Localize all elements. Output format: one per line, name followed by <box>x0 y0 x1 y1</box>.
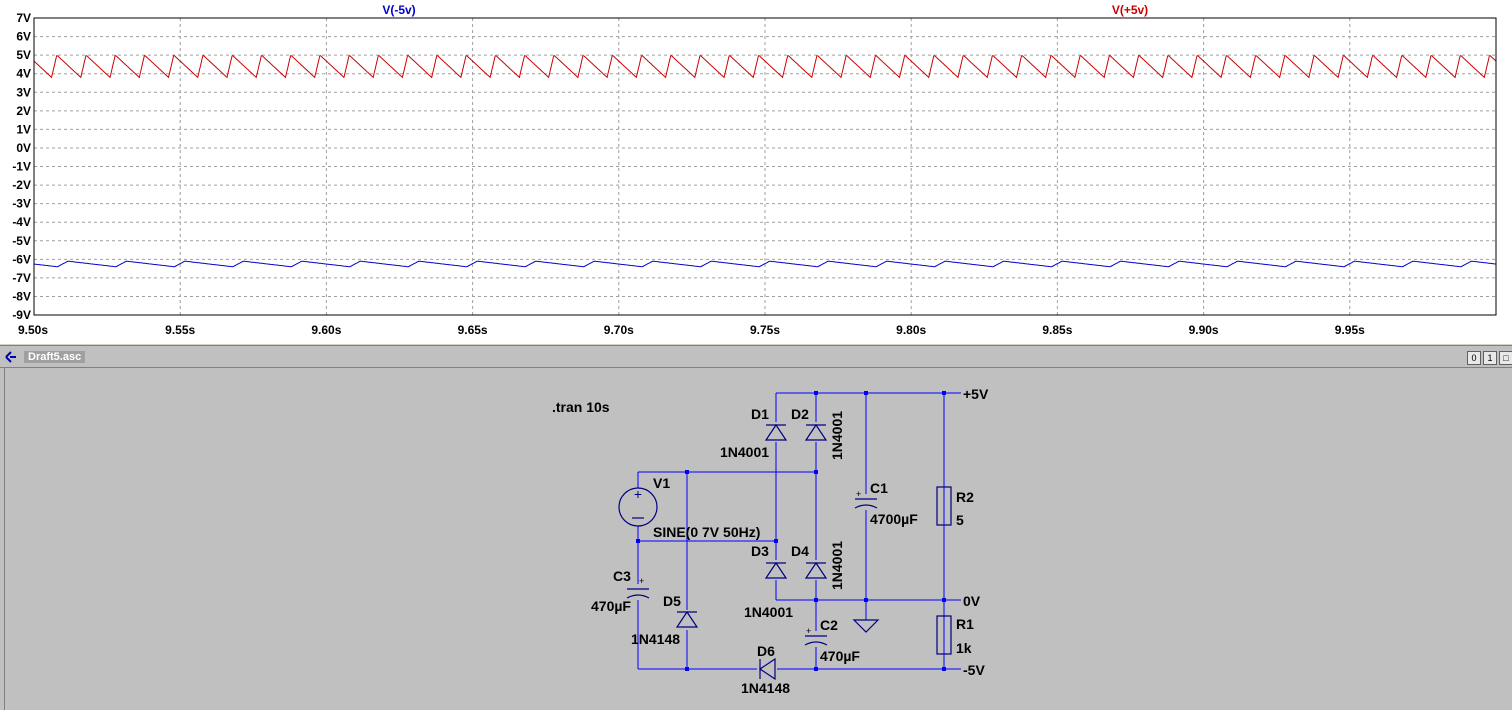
schematic-titlebar[interactable]: Draft5.asc 0 1 □ <box>0 347 1512 368</box>
junctions <box>636 391 946 671</box>
y-tick-label: 2V <box>16 104 31 118</box>
x-tick-label: 9.90s <box>1189 323 1219 337</box>
capacitor-C1[interactable]: + <box>853 489 879 510</box>
trace-neg5v[interactable] <box>33 260 1497 268</box>
c1-name[interactable]: C1 <box>870 480 888 496</box>
trace-label-pos5v[interactable]: V(+5v) <box>1112 3 1148 17</box>
x-tick-label: 9.55s <box>165 323 195 337</box>
y-tick-label: 6V <box>16 30 31 44</box>
plot-frame <box>33 17 1497 316</box>
y-tick-label: 0V <box>16 141 31 155</box>
y-tick-label: -8V <box>12 289 31 303</box>
x-tick-label: 9.70s <box>604 323 634 337</box>
y-tick-label: -2V <box>12 178 31 192</box>
y-tick-label: 1V <box>16 122 31 136</box>
diode-D6[interactable] <box>757 657 777 681</box>
y-axis-ticks: 7V 6V 5V 4V 3V 2V 1V 0V -1V -2V -3V -4V -5V -6V -7V -8V… <box>12 11 31 322</box>
d1-value[interactable]: 1N4001 <box>720 444 769 460</box>
x-tick-label: 9.75s <box>750 323 780 337</box>
diode-D4[interactable] <box>804 560 828 580</box>
net-label-0v[interactable]: 0V <box>963 593 981 609</box>
ground-symbol[interactable] <box>852 619 880 633</box>
y-tick-label: -6V <box>12 252 31 266</box>
capacitor-C2[interactable]: + <box>803 626 829 647</box>
c2-name[interactable]: C2 <box>820 617 838 633</box>
d1-name[interactable]: D1 <box>751 406 769 422</box>
schematic-drawing[interactable]: + + + + <box>5 368 1512 710</box>
d2-name[interactable]: D2 <box>791 406 809 422</box>
pane-splitter[interactable] <box>0 343 1512 346</box>
y-tick-label: -9V <box>12 308 31 322</box>
trace-pos5v[interactable] <box>33 55 1497 79</box>
svg-text:+: + <box>634 486 642 502</box>
y-tick-label: 4V <box>16 67 31 81</box>
d2-value[interactable]: 1N4001 <box>829 411 845 460</box>
d4-value[interactable]: 1N4001 <box>829 541 845 590</box>
svg-text:+: + <box>856 489 861 499</box>
r2-name[interactable]: R2 <box>956 489 974 505</box>
diode-D1[interactable] <box>764 422 788 442</box>
minimize-button[interactable]: 0 <box>1467 351 1481 365</box>
diode-D2[interactable] <box>804 422 828 442</box>
d3-value[interactable]: 1N4001 <box>744 604 793 620</box>
x-tick-label: 9.80s <box>896 323 926 337</box>
r1-value[interactable]: 1k <box>956 640 972 656</box>
resistor-R1[interactable] <box>936 615 952 655</box>
x-tick-label: 9.65s <box>458 323 488 337</box>
schematic-canvas[interactable]: + + + + <box>4 368 1512 710</box>
x-tick-label: 9.50s <box>18 323 48 337</box>
y-tick-label: -7V <box>12 271 31 285</box>
y-tick-label: -5V <box>12 234 31 248</box>
c3-name[interactable]: C3 <box>613 568 631 584</box>
d4-name[interactable]: D4 <box>791 543 809 559</box>
y-tick-label: 5V <box>16 48 31 62</box>
c3-value[interactable]: 470µF <box>591 598 631 614</box>
d6-name[interactable]: D6 <box>757 643 775 659</box>
svg-text:+: + <box>806 626 811 636</box>
net-label-neg5v[interactable]: -5V <box>963 662 985 678</box>
spice-directive[interactable]: .tran 10s <box>552 399 610 415</box>
y-tick-label: 7V <box>16 11 31 25</box>
d3-name[interactable]: D3 <box>751 543 769 559</box>
diode-D5[interactable] <box>675 610 699 630</box>
v1-value[interactable]: SINE(0 7V 50Hz) <box>653 524 760 540</box>
d6-value[interactable]: 1N4148 <box>741 680 790 696</box>
voltage-source-V1[interactable]: + <box>618 486 658 527</box>
r2-value[interactable]: 5 <box>956 512 964 528</box>
x-tick-label: 9.60s <box>311 323 341 337</box>
maximize-button[interactable]: □ <box>1499 351 1512 365</box>
net-label-pos5v[interactable]: +5V <box>963 386 989 402</box>
diode-D3[interactable] <box>764 560 788 580</box>
y-tick-label: -3V <box>12 197 31 211</box>
y-tick-label: 3V <box>16 85 31 99</box>
capacitor-C3[interactable]: + <box>625 576 651 600</box>
ltspice-app-icon <box>5 351 16 363</box>
x-axis-ticks: 9.50s 9.55s 9.60s 9.65s 9.70s 9.75s 9.80s 9.85s… <box>18 323 1365 337</box>
trace-label-neg5v[interactable]: V(-5v) <box>382 3 415 17</box>
restore-button[interactable]: 1 <box>1483 351 1497 365</box>
c1-value[interactable]: 4700µF <box>870 511 918 527</box>
svg-text:+: + <box>639 576 644 586</box>
schematic-window-title: Draft5.asc <box>24 351 86 363</box>
plot-grid <box>33 17 1496 316</box>
resistor-R2[interactable] <box>936 486 952 526</box>
c2-value[interactable]: 470µF <box>820 648 860 664</box>
d5-name[interactable]: D5 <box>663 593 681 609</box>
waveform-plot-pane[interactable]: 7V 6V 5V 4V 3V 2V 1V 0V -1V -2V -3V -4V -5V -6V -7V -8V… <box>0 0 1512 343</box>
waveform-plot[interactable]: 7V 6V 5V 4V 3V 2V 1V 0V -1V -2V -3V -4V -5V -6V -7V -8V… <box>0 0 1512 343</box>
x-tick-label: 9.95s <box>1335 323 1365 337</box>
y-tick-label: -4V <box>12 215 31 229</box>
v1-name[interactable]: V1 <box>653 475 670 491</box>
d5-value[interactable]: 1N4148 <box>631 631 680 647</box>
y-tick-label: -1V <box>12 160 31 174</box>
traces <box>33 55 1497 268</box>
r1-name[interactable]: R1 <box>956 616 974 632</box>
x-tick-label: 9.85s <box>1042 323 1072 337</box>
